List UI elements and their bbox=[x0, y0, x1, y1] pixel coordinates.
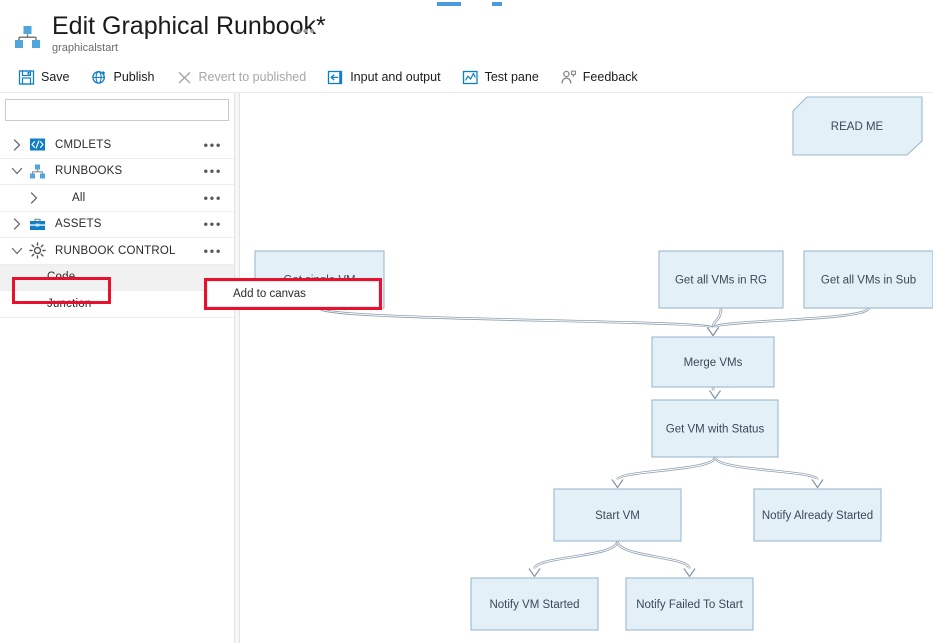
context-menu-item-add-to-canvas[interactable]: Add to canvas bbox=[233, 288, 306, 300]
clipped-top-chrome bbox=[0, 0, 933, 6]
clipped-chrome-fragment bbox=[437, 2, 461, 6]
input-output-label: Input and output bbox=[350, 70, 441, 84]
chevron-right-icon[interactable] bbox=[26, 190, 42, 206]
panel-splitter[interactable] bbox=[234, 93, 240, 643]
sidebar-item-more-icon[interactable]: ••• bbox=[203, 216, 222, 232]
connector-get-all-vms-in-sub-to-merge-vms bbox=[707, 306, 870, 337]
page-header: Edit Graphical Runbook* ••• graphicalsta… bbox=[0, 6, 933, 64]
save-button[interactable]: Save bbox=[18, 64, 79, 90]
chevron-down-icon[interactable] bbox=[9, 243, 25, 259]
clipped-chrome-fragment bbox=[492, 2, 502, 6]
activity-node-notify-vm-started[interactable]: Notify VM Started bbox=[470, 577, 599, 631]
sidebar-item-assets[interactable]: ASSETS ••• bbox=[0, 211, 234, 238]
library-search bbox=[5, 99, 229, 121]
save-label: Save bbox=[41, 70, 70, 84]
activity-node-get-all-vms-in-rg[interactable]: Get all VMs in RG bbox=[658, 250, 784, 309]
sidebar-item-junction[interactable]: Junction••• bbox=[0, 291, 234, 318]
activity-node-get-vm-with-status[interactable]: Get VM with Status bbox=[651, 399, 779, 458]
sidebar-item-label: All bbox=[72, 191, 86, 204]
test-pane-button[interactable]: Test pane bbox=[462, 64, 548, 90]
code-brackets-icon bbox=[29, 136, 46, 153]
sidebar-item-runbook-control[interactable]: RUNBOOK CONTROL ••• bbox=[0, 238, 234, 265]
gear-icon bbox=[29, 242, 46, 260]
context-menu: Add to canvas bbox=[207, 281, 379, 307]
test-pane-label: Test pane bbox=[484, 70, 539, 84]
sidebar-item-more-icon[interactable]: ••• bbox=[203, 190, 222, 206]
page-title-more-icon[interactable]: ••• bbox=[296, 23, 317, 40]
save-floppy-icon bbox=[18, 69, 35, 86]
publish-button[interactable]: Publish bbox=[91, 64, 164, 90]
connector-start-vm-to-notify-vm-started bbox=[528, 540, 619, 578]
sidebar-item-label: CMDLETS bbox=[55, 138, 112, 151]
chevron-right-icon[interactable] bbox=[9, 216, 25, 232]
read-me-note[interactable]: READ ME bbox=[792, 96, 923, 156]
connector-merge-vms-to-get-vm-with-status bbox=[709, 386, 721, 400]
chevron-down-icon[interactable] bbox=[9, 163, 25, 179]
sidebar-item-label: RUNBOOKS bbox=[55, 165, 123, 178]
sidebar-item-label: ASSETS bbox=[55, 218, 102, 231]
sidebar-item-label: Code bbox=[47, 271, 76, 284]
activity-node-label: Notify Already Started bbox=[762, 510, 873, 522]
sidebar-item-more-icon[interactable]: ••• bbox=[203, 163, 222, 179]
sidebar-item-all[interactable]: All ••• bbox=[0, 185, 234, 212]
connector-get-vm-with-status-to-start-vm bbox=[611, 456, 717, 489]
search-input[interactable] bbox=[5, 99, 229, 121]
activity-node-label: Get all VMs in Sub bbox=[821, 275, 916, 287]
sidebar-item-more-icon[interactable]: ••• bbox=[203, 243, 222, 259]
revert-label: Revert to published bbox=[198, 70, 307, 84]
command-bar: Save Publish Revert to published Input and … bbox=[0, 62, 933, 92]
activity-node-notify-failed-to-start[interactable]: Notify Failed To Start bbox=[625, 577, 754, 631]
chevron-right-icon[interactable] bbox=[9, 137, 25, 153]
activity-node-label: Start VM bbox=[595, 510, 640, 522]
read-me-note-label: READ ME bbox=[831, 121, 884, 133]
page-title: Edit Graphical Runbook* bbox=[52, 12, 326, 40]
command-bar-divider bbox=[0, 92, 933, 93]
hierarchy-icon bbox=[29, 163, 46, 180]
activity-node-label: Get all VMs in RG bbox=[675, 275, 767, 287]
sidebar-item-label: Junction bbox=[47, 297, 92, 310]
globe-icon bbox=[91, 69, 108, 86]
activity-node-label: Merge VMs bbox=[684, 357, 743, 369]
close-x-icon bbox=[176, 69, 193, 86]
revert-button: Revert to published bbox=[176, 64, 316, 90]
briefcase-icon bbox=[29, 216, 46, 233]
activity-node-merge-vms[interactable]: Merge VMs bbox=[651, 336, 775, 388]
connector-start-vm-to-notify-failed-to-start bbox=[616, 540, 696, 578]
library-tree: CMDLETS•••RUNBOOKS•••All•••ASSETS•••RUNB… bbox=[0, 132, 234, 318]
activity-node-get-all-vms-in-sub[interactable]: Get all VMs in Sub bbox=[803, 250, 933, 309]
connector-get-vm-with-status-to-notify-already-started bbox=[713, 456, 824, 489]
activity-node-label: Notify Failed To Start bbox=[636, 599, 743, 611]
chart-test-icon bbox=[462, 69, 479, 86]
input-output-icon bbox=[327, 69, 344, 86]
sidebar-item-code[interactable]: Code bbox=[0, 264, 234, 291]
person-feedback-icon bbox=[560, 69, 577, 86]
activity-node-label: Notify VM Started bbox=[489, 599, 579, 611]
publish-label: Publish bbox=[113, 70, 155, 84]
activity-node-notify-already-started[interactable]: Notify Already Started bbox=[753, 488, 882, 542]
activity-node-start-vm[interactable]: Start VM bbox=[553, 488, 682, 542]
activity-node-label: Get VM with Status bbox=[666, 424, 765, 436]
sidebar-item-label: RUNBOOK CONTROL bbox=[55, 244, 176, 257]
sidebar-item-cmdlets[interactable]: CMDLETS ••• bbox=[0, 132, 234, 159]
library-panel: CMDLETS•••RUNBOOKS•••All•••ASSETS•••RUNB… bbox=[0, 93, 234, 643]
sidebar-item-runbooks[interactable]: RUNBOOKS ••• bbox=[0, 158, 234, 185]
runbook-hierarchy-icon bbox=[12, 22, 42, 52]
feedback-button[interactable]: Feedback bbox=[560, 64, 647, 90]
tree-icon-spacer bbox=[46, 189, 63, 206]
sidebar-item-more-icon[interactable]: ••• bbox=[203, 137, 222, 153]
connector-get-single-vm-to-merge-vms bbox=[318, 306, 719, 337]
feedback-label: Feedback bbox=[582, 70, 638, 84]
input-output-button[interactable]: Input and output bbox=[327, 64, 449, 90]
page-subtitle: graphicalstart bbox=[52, 42, 119, 54]
